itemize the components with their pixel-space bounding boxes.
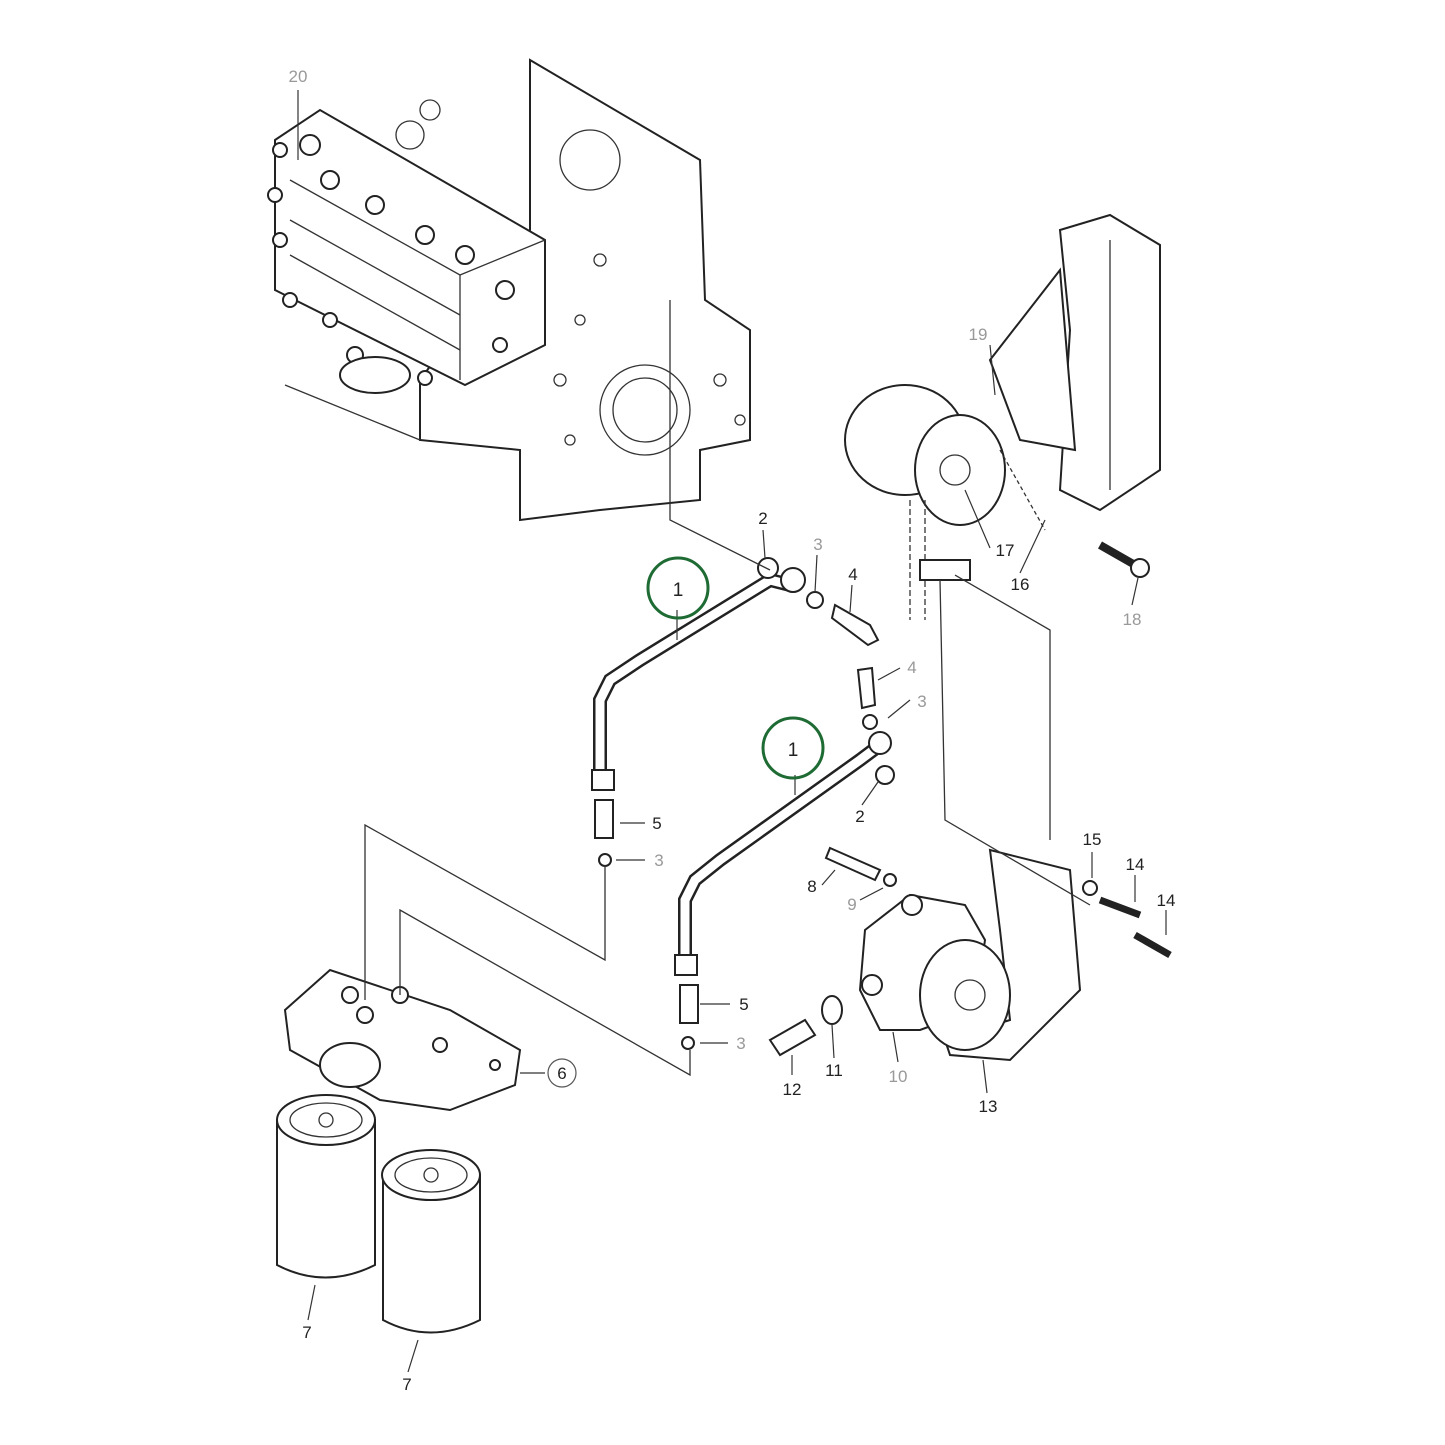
callout-14: 14: [1157, 891, 1176, 910]
callout-20: 20: [289, 67, 308, 86]
callout-5: 5: [739, 995, 748, 1014]
oil-filter-2: [381, 1149, 481, 1334]
callout-4: 4: [848, 565, 857, 584]
callout-2: 2: [855, 807, 864, 826]
callout-5: 5: [652, 814, 661, 833]
callout-6: 6: [557, 1064, 566, 1083]
callout-2: 2: [758, 509, 767, 528]
callout-ring-1a: [646, 556, 710, 620]
bolt-18: [1098, 541, 1150, 578]
oil-cooler: [267, 108, 546, 394]
oil-filter-1: [276, 1094, 376, 1279]
callout-ring-1b: [761, 716, 825, 780]
callout-1: 1: [788, 740, 799, 761]
callout-18: 18: [1123, 610, 1142, 629]
callout-ring-6: [547, 1058, 577, 1088]
callout-13: 13: [979, 1097, 998, 1116]
callout-19: 19: [969, 325, 988, 344]
filter-head: [283, 968, 522, 1112]
callout-3: 3: [654, 851, 663, 870]
callout-7: 7: [402, 1375, 411, 1394]
callout-9: 9: [847, 895, 856, 914]
callout-4: 4: [907, 658, 916, 677]
assembly-lines: [364, 300, 1091, 1077]
callout-labels: 20 2 3 4 1 19 17 16 18 4 3 1 2 5 3 15 14…: [289, 67, 1176, 1394]
callout-3: 3: [813, 535, 822, 554]
callout-17: 17: [996, 541, 1015, 560]
callout-14: 14: [1126, 855, 1145, 874]
pump-housing: [768, 846, 1172, 1062]
pipe-upper: [591, 557, 880, 867]
callout-12: 12: [783, 1080, 802, 1099]
callout-8: 8: [807, 877, 816, 896]
leader-lines: [297, 90, 1167, 1373]
callout-7: 7: [302, 1323, 311, 1342]
engine-block: [284, 58, 751, 522]
callout-3: 3: [736, 1034, 745, 1053]
callout-15: 15: [1083, 830, 1102, 849]
pipe-lower: [674, 666, 895, 1050]
callout-1: 1: [673, 580, 684, 601]
callout-11: 11: [825, 1061, 843, 1080]
callout-10: 10: [889, 1067, 908, 1086]
callout-3: 3: [917, 692, 926, 711]
callout-16: 16: [1011, 575, 1030, 594]
pump-bracket-assembly: [844, 213, 1161, 620]
